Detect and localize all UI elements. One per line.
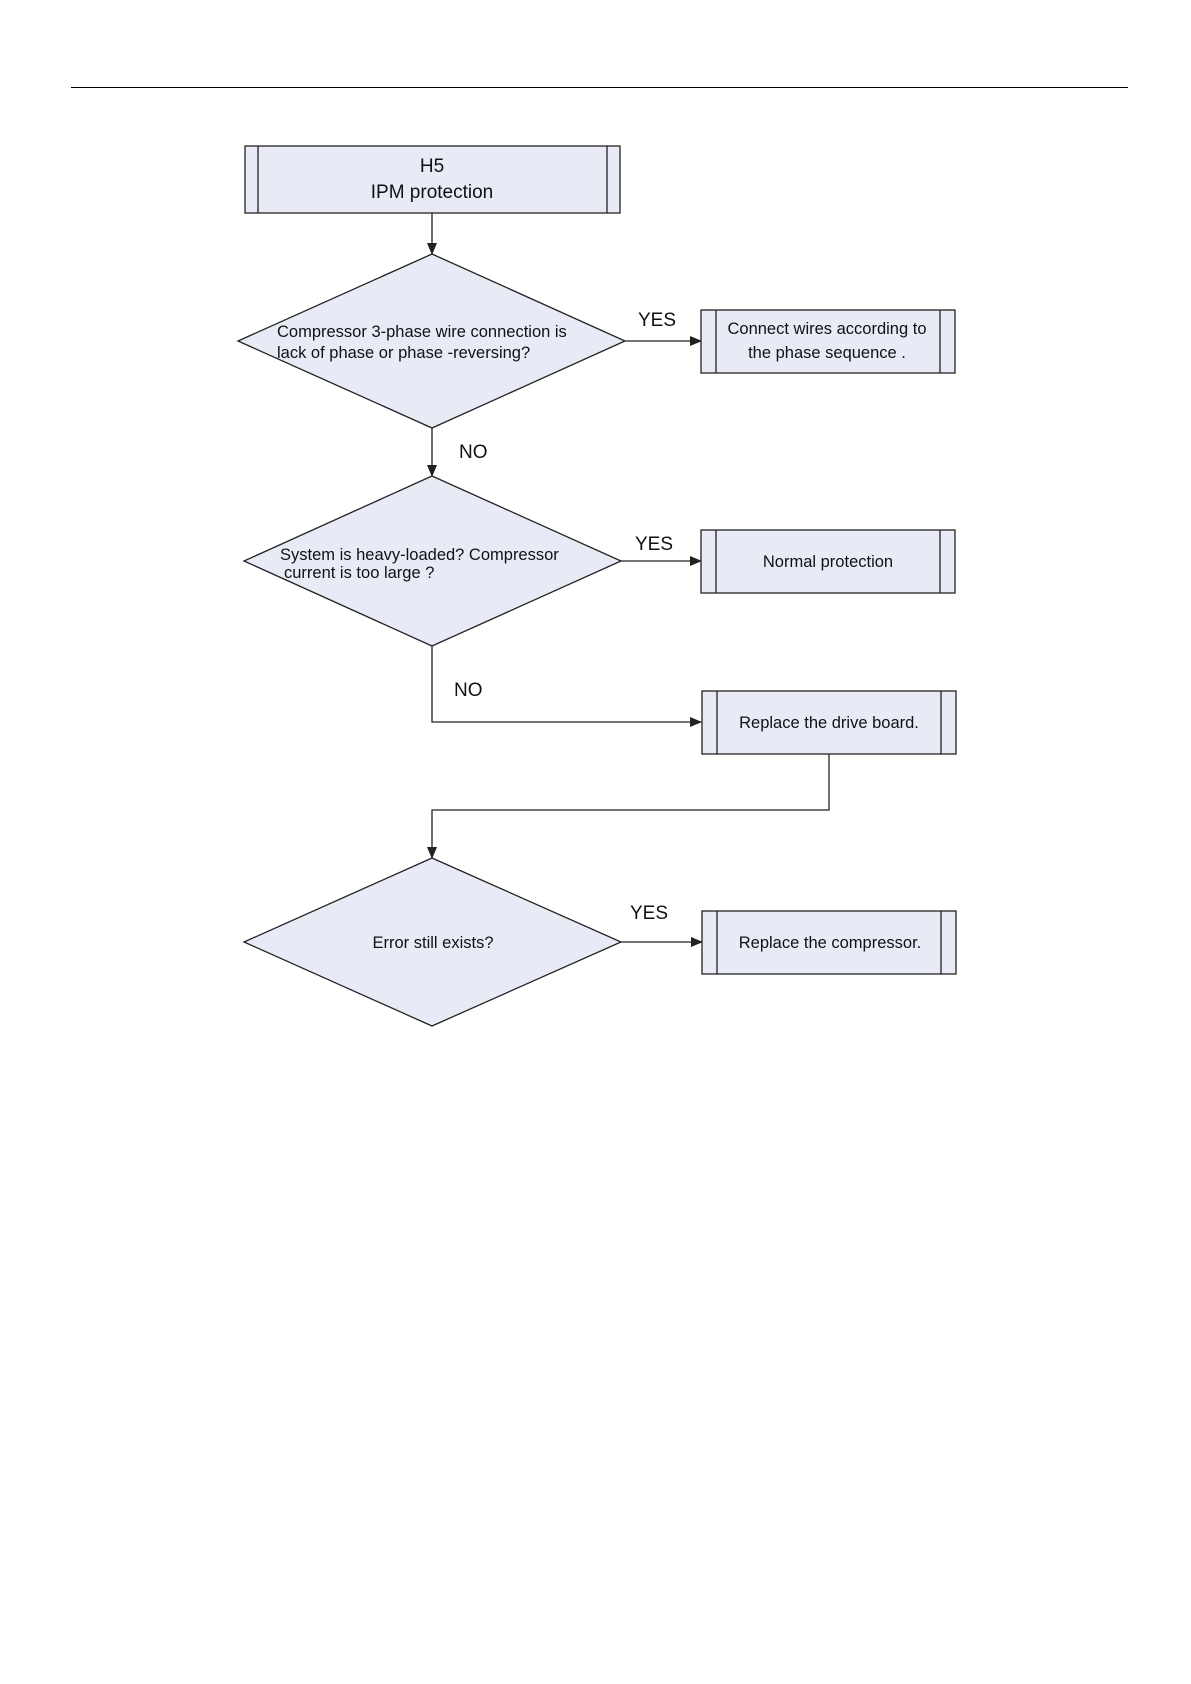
- decision1-line2: lack of phase or phase -reversing?: [277, 344, 530, 362]
- action1-box: Connect wires according to the phase seq…: [700, 309, 956, 374]
- decision1-diamond: Compressor 3-phase wire connection is la…: [236, 253, 627, 429]
- action2-text: Normal protection: [763, 553, 893, 571]
- decision2-diamond: System is heavy-loaded? Compressor curre…: [242, 475, 623, 647]
- connector-action3-decision3: [427, 754, 830, 859]
- action4-box: Replace the compressor.: [701, 910, 957, 975]
- connector-decision2-no: [431, 646, 702, 727]
- action1-line1: Connect wires according to: [727, 320, 926, 338]
- start-title: IPM protection: [371, 182, 494, 203]
- action2-box: Normal protection: [700, 529, 956, 594]
- header-rule: [71, 87, 1128, 88]
- decision3-diamond: Error still exists?: [242, 857, 623, 1027]
- decision2-no-label: NO: [454, 680, 483, 701]
- action4-text: Replace the compressor.: [739, 934, 922, 952]
- start-box: H5 IPM protection: [244, 145, 621, 214]
- decision1-yes-label: YES: [638, 310, 676, 331]
- action1-line2: the phase sequence .: [748, 344, 906, 362]
- decision1-line1: Compressor 3-phase wire connection is: [277, 323, 567, 341]
- start-code: H5: [420, 156, 444, 177]
- decision2-line2: current is too large ?: [284, 564, 434, 582]
- decision2-line1: System is heavy-loaded? Compressor: [280, 546, 559, 564]
- action3-box: Replace the drive board.: [701, 690, 957, 755]
- decision3-text: Error still exists?: [372, 934, 493, 952]
- action3-text: Replace the drive board.: [739, 714, 919, 732]
- decision2-yes-label: YES: [635, 534, 673, 555]
- decision3-yes-label: YES: [630, 903, 668, 924]
- decision1-no-label: NO: [459, 442, 488, 463]
